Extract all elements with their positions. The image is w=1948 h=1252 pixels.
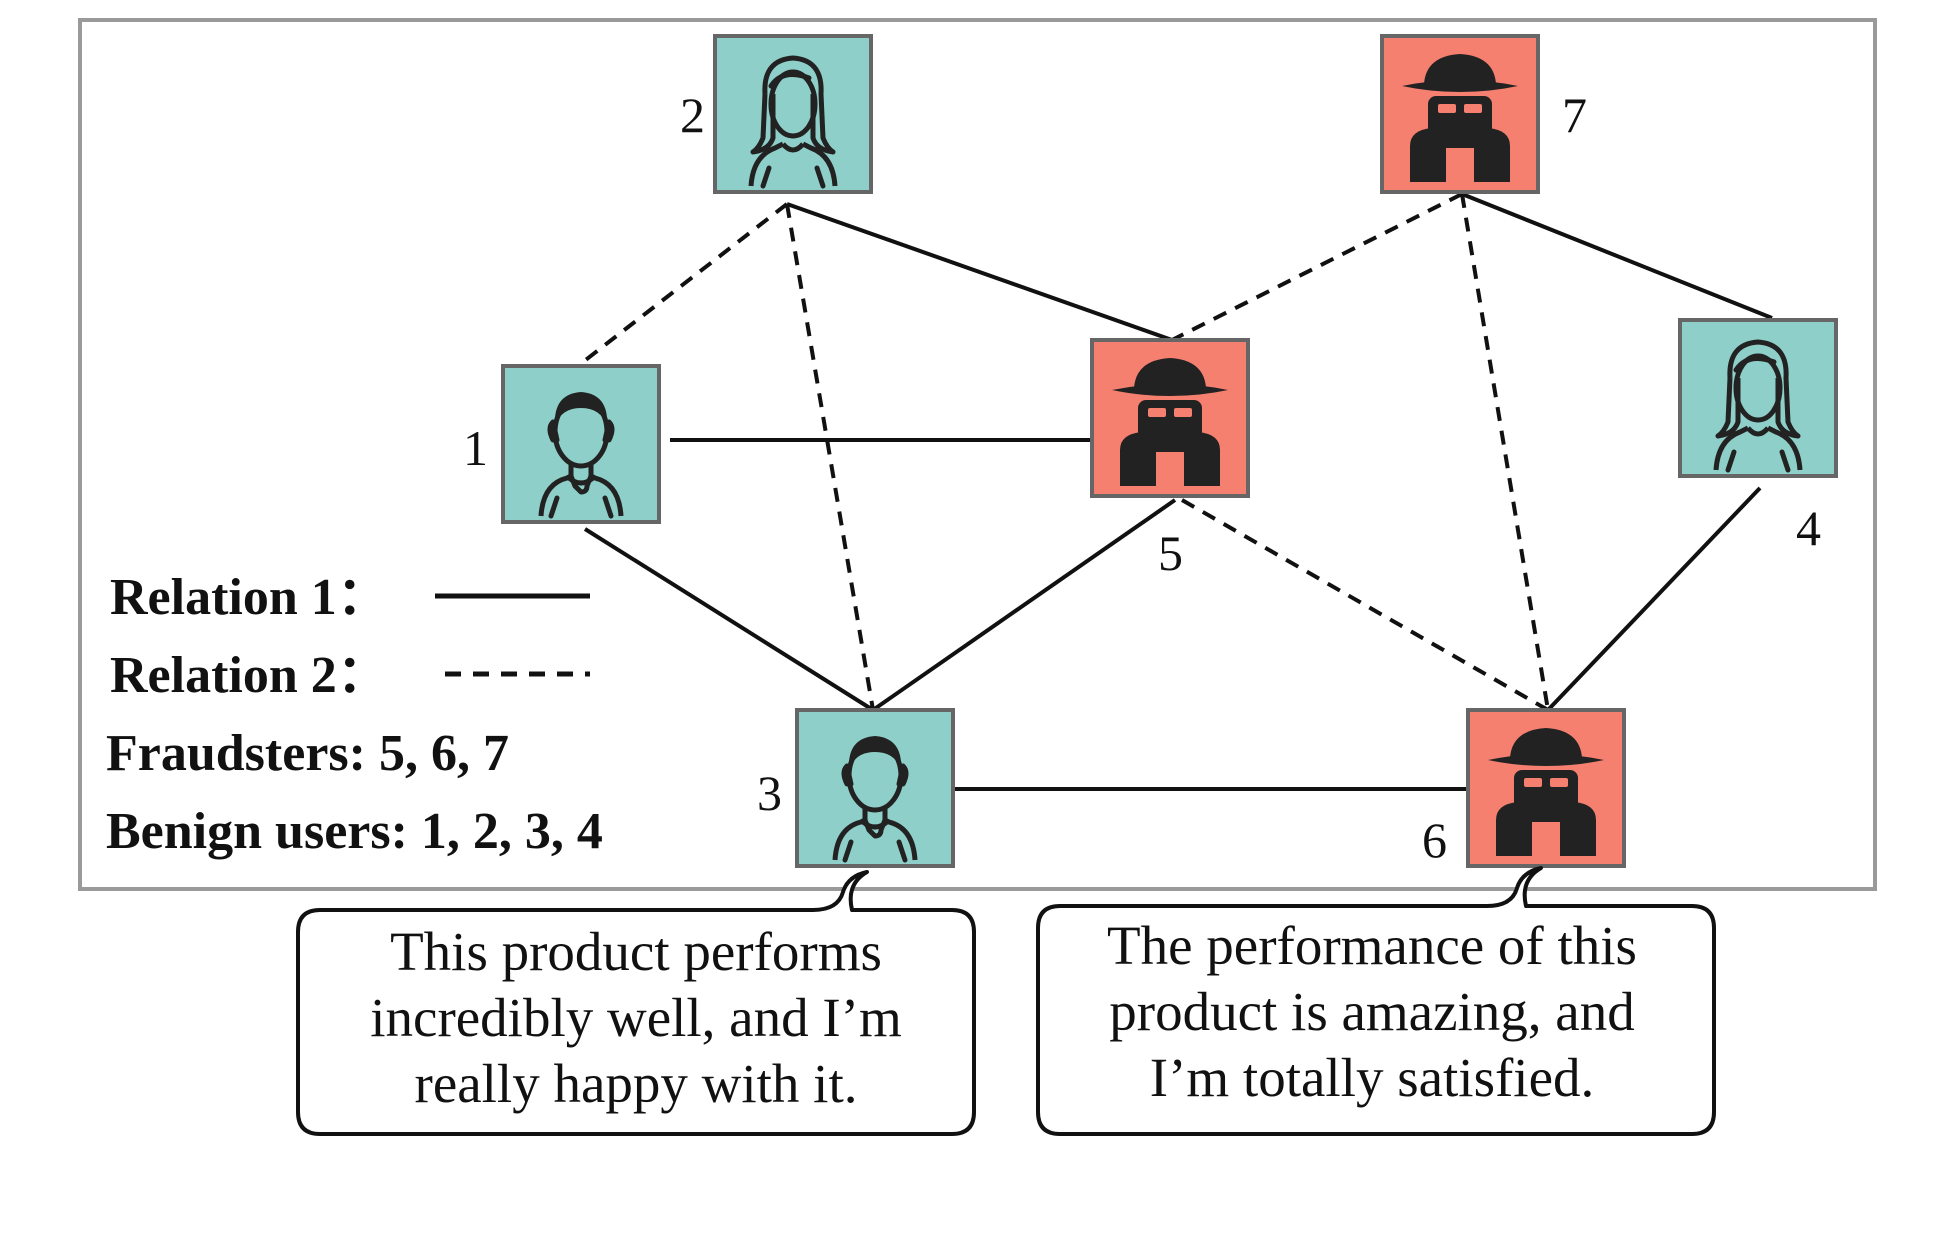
speech-bubble xyxy=(296,870,976,1136)
node-7-label: 7 xyxy=(1562,87,1587,143)
node-2-label: 2 xyxy=(680,87,705,143)
node-7-fraudster xyxy=(1380,34,1540,194)
edge-5-6 xyxy=(1181,498,1549,712)
edge-7-6 xyxy=(1460,193,1550,711)
edge-2-1 xyxy=(581,202,789,364)
node-3-box xyxy=(795,708,955,868)
relation-2-edges xyxy=(581,192,1550,712)
edge-1-3 xyxy=(583,527,875,712)
review-line: incredibly well, and I’m xyxy=(370,987,902,1048)
edge-7-4 xyxy=(1461,192,1773,320)
review-bubble-node-3: This product performs incredibly well, a… xyxy=(296,870,976,1136)
node-6-label: 6 xyxy=(1422,812,1447,868)
node-4-label: 4 xyxy=(1796,500,1821,556)
legend-relation-2: Relation 2： xyxy=(110,647,389,704)
node-1-benign xyxy=(501,364,661,524)
review-line: I’m totally satisfied. xyxy=(1150,1047,1595,1108)
review-line: This product performs xyxy=(390,921,882,982)
node-2-benign xyxy=(713,34,873,194)
speech-bubble xyxy=(1036,866,1716,1136)
node-4-benign xyxy=(1678,318,1838,478)
node-5-label: 5 xyxy=(1158,525,1183,581)
legend: Relation 1： Relation 2： Fraudsters: 5, 6… xyxy=(106,569,603,860)
review-line: The performance of this xyxy=(1107,915,1637,976)
relation-1-edges xyxy=(583,192,1773,791)
edge-2-5 xyxy=(786,202,1173,342)
node-3-benign xyxy=(795,708,955,868)
node-2-box xyxy=(713,34,873,194)
edge-2-3 xyxy=(785,203,875,711)
edge-4-6 xyxy=(1546,486,1762,712)
edge-5-3 xyxy=(871,498,1177,712)
review-bubble-node-6: The performance of this product is amazi… xyxy=(1036,866,1716,1136)
node-4-box xyxy=(1678,318,1838,478)
user-nodes xyxy=(501,34,1838,868)
node-5-fraudster xyxy=(1090,338,1250,498)
legend-fraudsters: Fraudsters: 5, 6, 7 xyxy=(106,725,509,782)
review-line: really happy with it. xyxy=(415,1053,858,1114)
diagram-frame xyxy=(78,18,1877,891)
node-3-label: 3 xyxy=(757,765,782,821)
legend-relation-1: Relation 1： xyxy=(110,569,389,626)
node-6-fraudster xyxy=(1466,708,1626,868)
edge-7-5 xyxy=(1171,192,1463,342)
node-1-box xyxy=(501,364,661,524)
node-1-label: 1 xyxy=(463,420,488,476)
legend-benign-users: Benign users: 1, 2, 3, 4 xyxy=(106,803,603,860)
review-line: product is amazing, and xyxy=(1109,981,1634,1042)
